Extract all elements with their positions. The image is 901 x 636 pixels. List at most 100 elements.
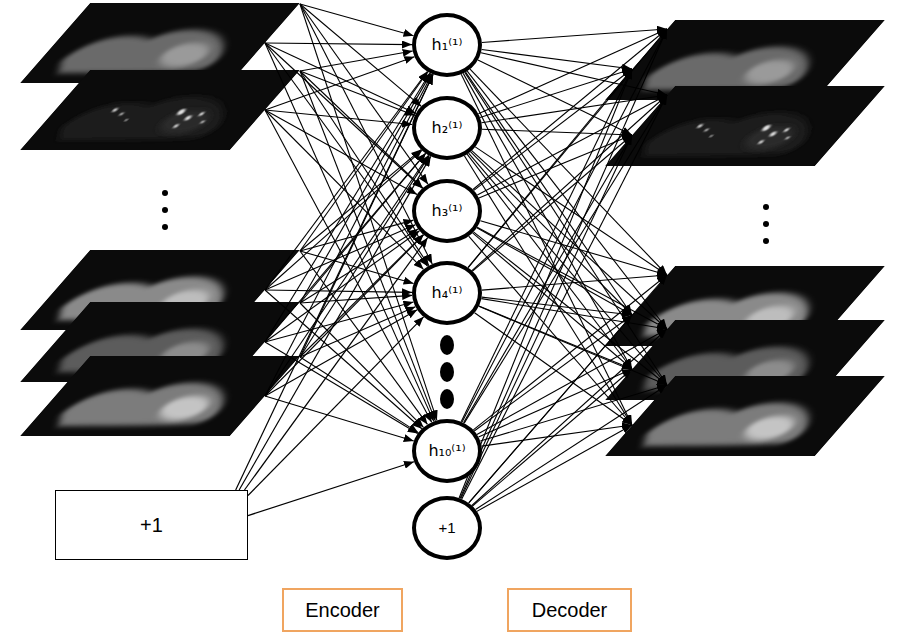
node-label: Encoder (305, 599, 380, 621)
mri-slice (605, 376, 885, 456)
tissue-highlight (152, 110, 217, 134)
bias-box: +1 (55, 490, 248, 560)
network-wire (469, 275, 667, 503)
network-wire (459, 69, 632, 498)
network-wire (265, 57, 414, 110)
network-wire (265, 225, 415, 290)
mri-slice (20, 70, 300, 150)
bias-unit: +1 (412, 496, 482, 560)
ellipsis-dot (440, 362, 454, 382)
tissue-speck (124, 119, 129, 121)
network-wire (265, 43, 416, 113)
connector (236, 74, 433, 490)
tissue-highlight (737, 60, 802, 84)
node-label: h₂⁽¹⁾ (432, 119, 463, 137)
network-wire (463, 73, 632, 369)
tissue-speck (172, 124, 180, 128)
network-wire (480, 385, 667, 441)
slice-ground (20, 70, 300, 150)
ellipsis-dot (440, 335, 454, 355)
mri-slices (20, 3, 885, 456)
network-wires (265, 4, 667, 511)
connector (244, 238, 427, 490)
network-wire (477, 425, 632, 511)
network-wire (265, 302, 413, 342)
ellipsis-dot (162, 190, 168, 196)
network-wire (300, 150, 421, 251)
network-wire (464, 95, 667, 423)
network-wire (300, 307, 415, 357)
network-wire (265, 43, 422, 188)
node-label: h₁⁽¹⁾ (432, 36, 463, 54)
tissue-speck (757, 140, 765, 144)
tissue-speck (785, 137, 791, 140)
tissue-highlight (152, 43, 217, 67)
network-wire (300, 4, 414, 36)
network-wire (473, 233, 632, 369)
hidden-unit: h₄⁽¹⁾ (412, 261, 482, 325)
network-wire (461, 74, 632, 425)
node-label: Decoder (532, 599, 608, 621)
ellipsis-dot (440, 389, 454, 409)
ellipsis-dot (763, 204, 769, 210)
network-wire (472, 151, 667, 329)
node-label: +1 (140, 514, 163, 536)
decoder-label-box: Decoder (507, 588, 632, 632)
network-wire (473, 232, 667, 385)
hidden-unit: h₁⁽¹⁾ (412, 13, 482, 77)
network-wire (480, 69, 632, 117)
tissue-shape (636, 403, 829, 446)
connector (248, 317, 424, 496)
tissue-speck (111, 108, 119, 112)
tissue-shape (636, 47, 829, 90)
tissue-speck (768, 132, 777, 137)
network-wire (465, 73, 667, 385)
network-wire (476, 385, 667, 509)
network-wire (474, 315, 632, 431)
network-wire (479, 306, 667, 385)
mri-content (20, 70, 300, 150)
tissue-shape (51, 30, 244, 73)
tissue-speck (176, 109, 187, 115)
tissue-highlight (737, 126, 802, 150)
node-label: +1 (438, 520, 455, 537)
network-wire (300, 51, 413, 71)
slice-ground (605, 376, 885, 456)
node-label: h₁₀⁽¹⁾ (428, 442, 465, 460)
network-wire (265, 155, 429, 396)
network-wire (482, 297, 632, 315)
hidden-unit: h₁₀⁽¹⁾ (412, 419, 482, 483)
tissue-speck (696, 124, 704, 128)
network-wire (466, 72, 632, 315)
node-label: h₄⁽¹⁾ (432, 284, 463, 302)
network-wire (300, 71, 415, 116)
mri-content (20, 356, 300, 436)
tissue-shape (51, 97, 244, 140)
tissue-speck (183, 116, 192, 121)
encoder-label-box: Encoder (282, 588, 403, 632)
tissue-highlight (152, 396, 217, 420)
network-wire (479, 135, 632, 198)
mri-content (605, 376, 885, 456)
tissue-shape (636, 113, 829, 156)
network-wire (300, 357, 418, 433)
network-wire (265, 290, 422, 429)
node-label: h₃⁽¹⁾ (432, 202, 463, 220)
network-wire (265, 43, 412, 45)
network-wire (462, 29, 667, 422)
network-wire (467, 71, 667, 329)
hidden-unit: h₃⁽¹⁾ (412, 179, 482, 243)
network-wire (474, 69, 632, 190)
network-wire (470, 152, 632, 315)
ellipsis-dot (763, 238, 769, 244)
tissue-speck (783, 128, 791, 132)
network-wire (472, 329, 667, 505)
network-wire (482, 49, 632, 69)
network-wire (470, 69, 667, 275)
network-wire (482, 425, 632, 446)
ellipsis-dot (763, 221, 769, 227)
network-wire (300, 71, 423, 188)
tissue-speck (198, 112, 206, 116)
